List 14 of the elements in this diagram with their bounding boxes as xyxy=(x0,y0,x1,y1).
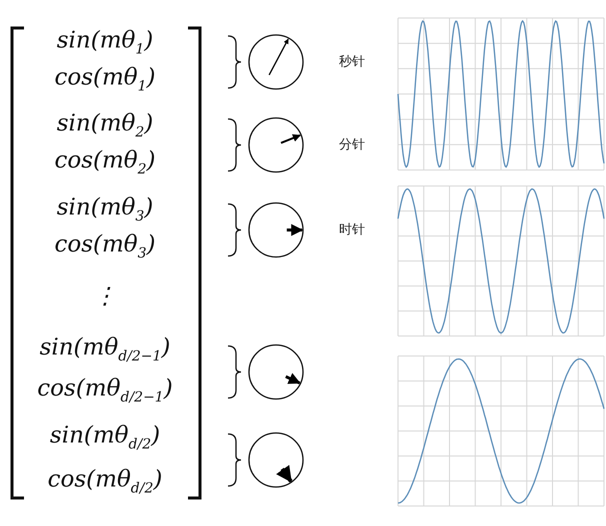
hand-label: 分针 xyxy=(339,138,365,152)
hand-label: 时针 xyxy=(339,224,365,236)
matrix-entry: cos(mθ$_{2}$) xyxy=(54,150,156,176)
matrix-entry: sin(mθ$_{d/2−1}$) xyxy=(40,336,170,364)
matrix-entry: cos(mθ$_{d/2}$) xyxy=(48,468,162,496)
matrix-entry: sin(mθ$_{1}$) xyxy=(56,30,154,56)
matrix-entry: sin(mθ$_{2}$) xyxy=(56,112,154,140)
matrix-entry: sin(mθ$_{3}$) xyxy=(56,196,154,224)
matrix-entry: cos(mθ$_{3}$) xyxy=(54,234,156,260)
matrix-entry: sin(mθ$_{d/2}$) xyxy=(50,424,160,452)
matrix-entry: cos(mθ$_{d/2−1}$) xyxy=(37,378,173,404)
vertical-ellipsis: ⋮ xyxy=(94,286,116,308)
hand-label: 秒针 xyxy=(339,56,365,68)
matrix-entry: cos(mθ$_{1}$) xyxy=(54,66,156,94)
